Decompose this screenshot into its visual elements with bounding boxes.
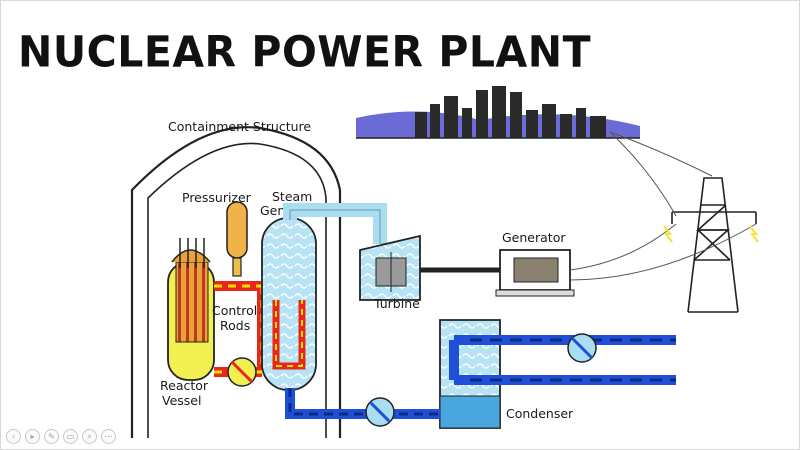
primary-pump bbox=[227, 357, 257, 387]
condenser-label: Condenser bbox=[506, 406, 574, 421]
slideshow-toolbar: ‹ ▸ ✎ ▭ ⌕ ⋯ bbox=[6, 429, 116, 444]
page-title: NUCLEAR POWER PLANT bbox=[18, 26, 592, 78]
spark-icon bbox=[663, 225, 759, 243]
pressurizer bbox=[226, 201, 248, 277]
more-icon[interactable]: ⋯ bbox=[101, 429, 116, 444]
control-rods-label-2: Rods bbox=[220, 318, 250, 333]
cooling-pump bbox=[567, 333, 597, 363]
control-rods bbox=[179, 238, 205, 268]
steam-generator bbox=[261, 217, 317, 391]
generator bbox=[495, 249, 575, 297]
turbine-label: Turbine bbox=[373, 296, 420, 311]
play-icon[interactable]: ▸ bbox=[25, 429, 40, 444]
steam-generator-label-1: Steam bbox=[272, 189, 312, 204]
city-skyline bbox=[356, 86, 640, 139]
reactor-vessel bbox=[167, 249, 215, 381]
slides-icon[interactable]: ▭ bbox=[63, 429, 78, 444]
turbine bbox=[359, 234, 421, 301]
generator-label: Generator bbox=[502, 230, 566, 245]
power-lines bbox=[569, 131, 757, 281]
reactor-vessel-label-1: Reactor bbox=[160, 378, 209, 393]
transmission-tower bbox=[671, 177, 757, 313]
feedwater-pump bbox=[365, 397, 395, 427]
zoom-icon[interactable]: ⌕ bbox=[82, 429, 97, 444]
reactor-vessel-label-2: Vessel bbox=[162, 393, 201, 408]
control-rods-label-1: Control bbox=[212, 303, 257, 318]
pressurizer-label: Pressurizer bbox=[182, 190, 252, 205]
pen-icon[interactable]: ✎ bbox=[44, 429, 59, 444]
prev-icon[interactable]: ‹ bbox=[6, 429, 21, 444]
containment-structure-label: Containment Structure bbox=[168, 119, 311, 134]
